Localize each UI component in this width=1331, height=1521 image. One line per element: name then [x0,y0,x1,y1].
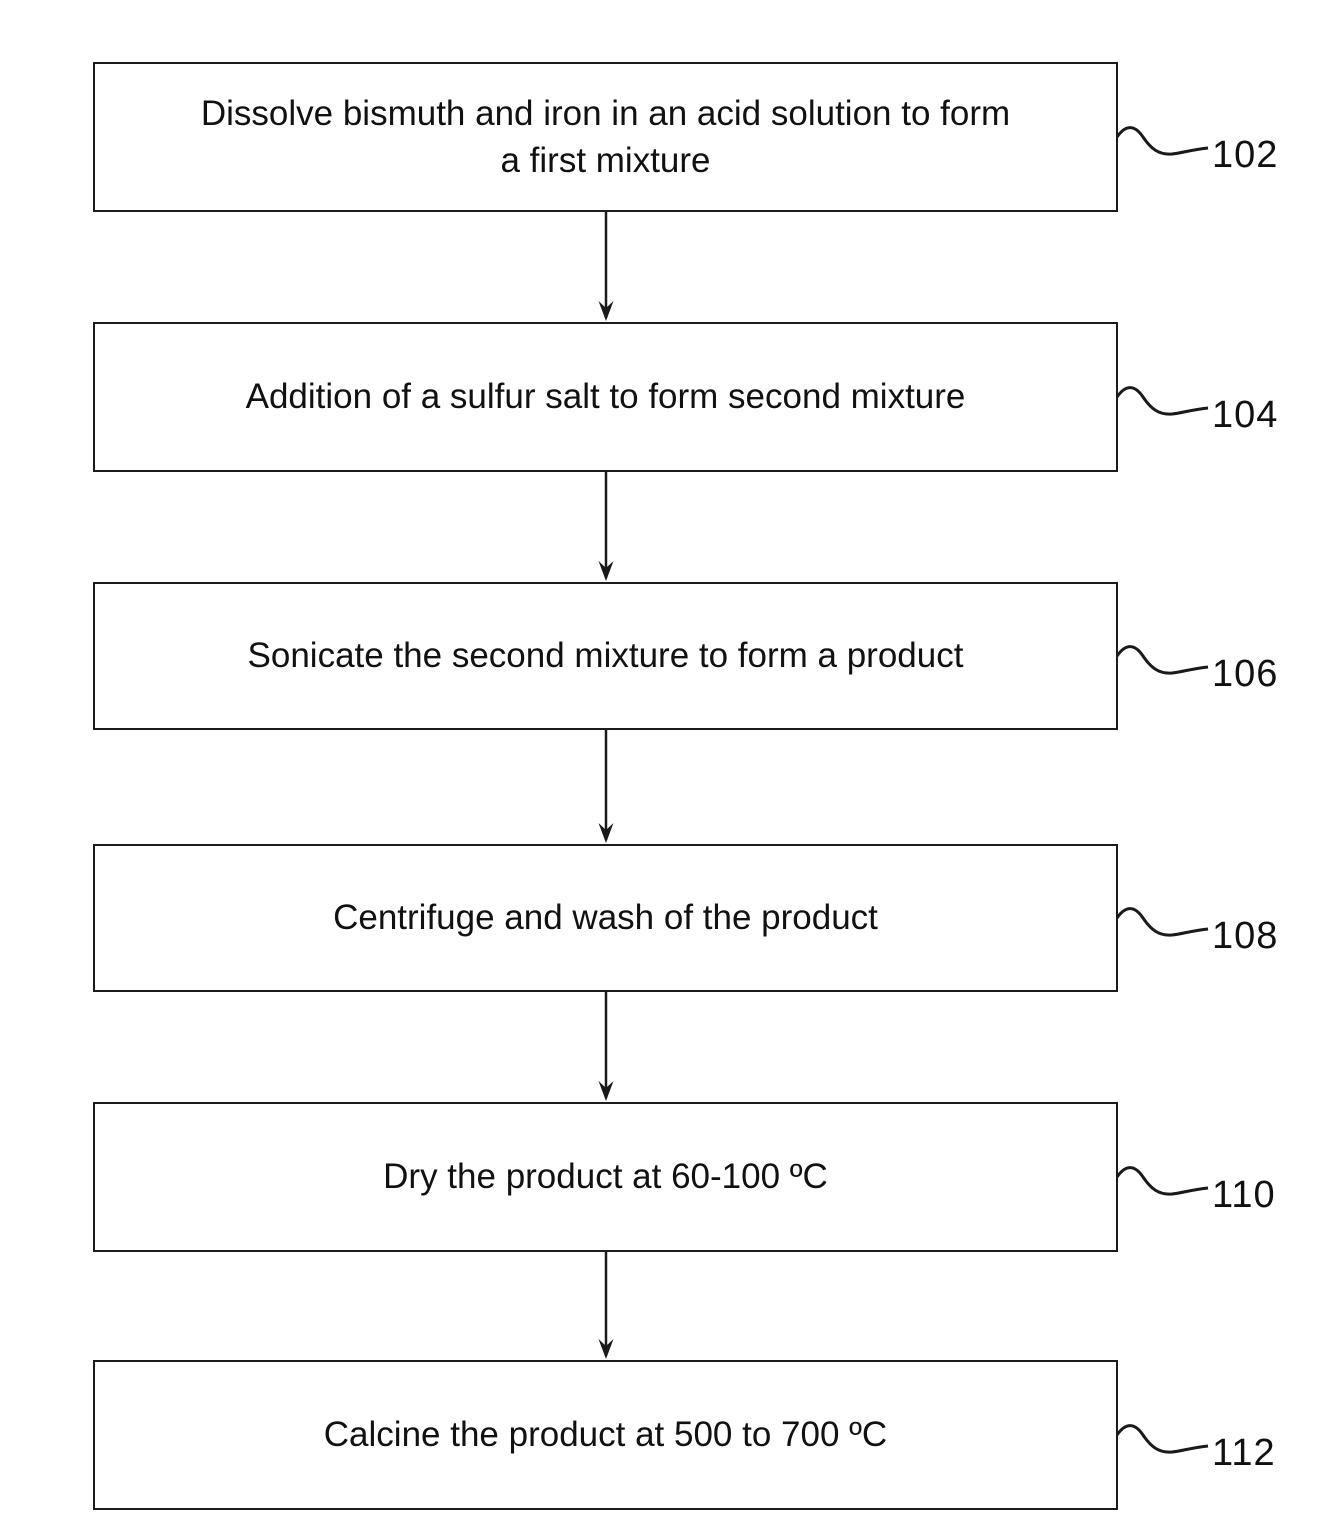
lead-line-icon [1116,1424,1209,1454]
ref-number: 112 [1212,1432,1276,1474]
down-arrow-icon [598,992,614,1101]
ref-number: 106 [1212,653,1279,695]
ref-number: 102 [1212,134,1279,176]
ref-label-102: 102 [1116,125,1278,177]
step-box-dissolve: Dissolve bismuth and iron in an acid sol… [93,62,1118,212]
ref-label-104: 104 [1116,385,1278,437]
ref-label-110: 110 [1116,1165,1276,1217]
step-label: Centrifuge and wash of the product [333,898,878,938]
down-arrow-icon [598,1252,614,1359]
step-label: Addition of a sulfur salt to form second… [245,377,966,417]
ref-number: 110 [1212,1174,1276,1216]
down-arrow-icon [598,730,614,843]
step-box-sonicate: Sonicate the second mixture to form a pr… [93,582,1118,730]
lead-line-icon [1116,645,1209,675]
ref-number: 108 [1212,915,1279,957]
step-box-calcine: Calcine the product at 500 to 700 ºC [93,1360,1118,1510]
step-box-centrifuge: Centrifuge and wash of the product [93,844,1118,992]
step-label: Dissolve bismuth and iron in an acid sol… [200,93,1011,180]
step-box-dry: Dry the product at 60-100 ºC [93,1102,1118,1252]
ref-label-108: 108 [1116,906,1278,958]
lead-line-icon [1116,1166,1209,1196]
lead-line-icon [1116,126,1209,156]
lead-line-icon [1116,907,1209,937]
step-label: Dry the product at 60-100 ºC [383,1157,828,1197]
ref-number: 104 [1212,394,1279,436]
ref-label-112: 112 [1116,1423,1276,1475]
step-box-addition: Addition of a sulfur salt to form second… [93,322,1118,472]
step-label: Sonicate the second mixture to form a pr… [247,636,964,676]
ref-label-106: 106 [1116,644,1278,696]
down-arrow-icon [598,212,614,321]
step-label: Calcine the product at 500 to 700 ºC [323,1415,888,1455]
lead-line-icon [1116,386,1209,416]
down-arrow-icon [598,472,614,581]
